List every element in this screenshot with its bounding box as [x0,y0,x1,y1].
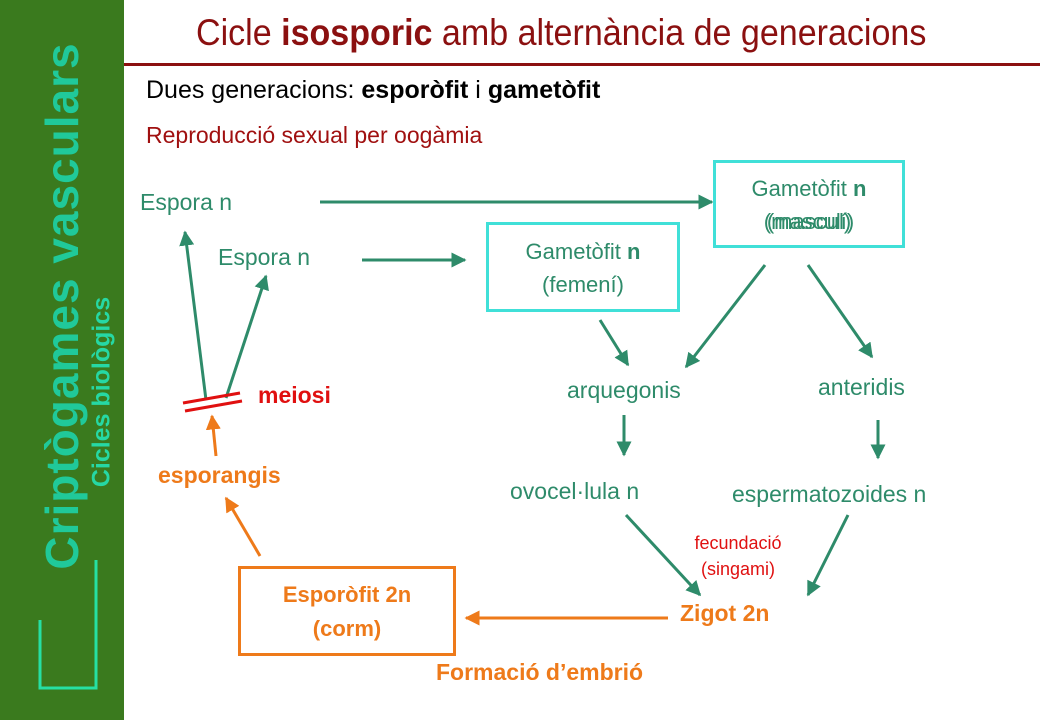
sidebar: Criptògames vasculars Cicles biològics [0,0,124,720]
gametophyte-male-line1: Gametòfit n [751,176,867,201]
arrow-sperm-to-zygote [806,514,850,597]
gametophyte-female-box: Gametòfit n (femení) [486,222,680,312]
meiosis-mark-2 [184,399,243,413]
arrow-sporangia-to-meiosis [205,414,221,457]
gametophyte-female-line1: Gametòfit n [525,239,641,264]
sperm-label: espermatozoides n [732,481,927,507]
antheridium-label: anteridis [818,374,905,400]
gametophyte-male-line2: (mascul) (masculí) [763,209,855,234]
page-title: Cicle isosporic amb alternància de gener… [196,12,927,53]
arrow-meiosis-to-spore-upper [179,230,208,401]
gametophyte-female-line2: (femení) [542,272,624,297]
egg-cell-label: ovocel·lula n [510,478,640,504]
sporangia-label: esporangis [158,462,281,488]
zygote-label: Zigot 2n [680,600,770,626]
gametophyte-male-box: Gametòfit n (mascul) (masculí) [713,160,905,248]
archegonium-label: arquegonis [567,377,681,403]
meiosis-mark-1 [182,391,241,405]
sidebar-bracket [38,560,98,690]
meiosis-label: meiosi [258,382,331,408]
reproduction-note: Reproducció sexual per oogàmia [146,122,483,148]
arrow-male-to-archegonium [684,264,767,369]
fertilization-label: fecundació (singami) [694,533,782,579]
sporophyte-box: Esporòfit 2n (corm) [238,566,456,656]
sporophyte-line2: (corm) [312,616,382,641]
spore-lower-label: Espora n [218,244,311,270]
arrow-egg-to-zygote [624,513,702,597]
arrow-meiosis-to-spore-lower [224,274,269,399]
spore-upper-label: Espora n [140,189,233,215]
arrow-male-to-antheridium [806,264,874,359]
arrow-sporophyte-to-sporangia [224,496,262,557]
sporophyte-line1: Esporòfit 2n [282,582,412,607]
arrow-female-to-archegonium [598,319,630,367]
generations-subtitle: Dues generacions: esporòfit i gametòfit [146,76,601,104]
title-underline [124,63,1040,66]
embryo-label: Formació d’embrió [436,659,644,685]
